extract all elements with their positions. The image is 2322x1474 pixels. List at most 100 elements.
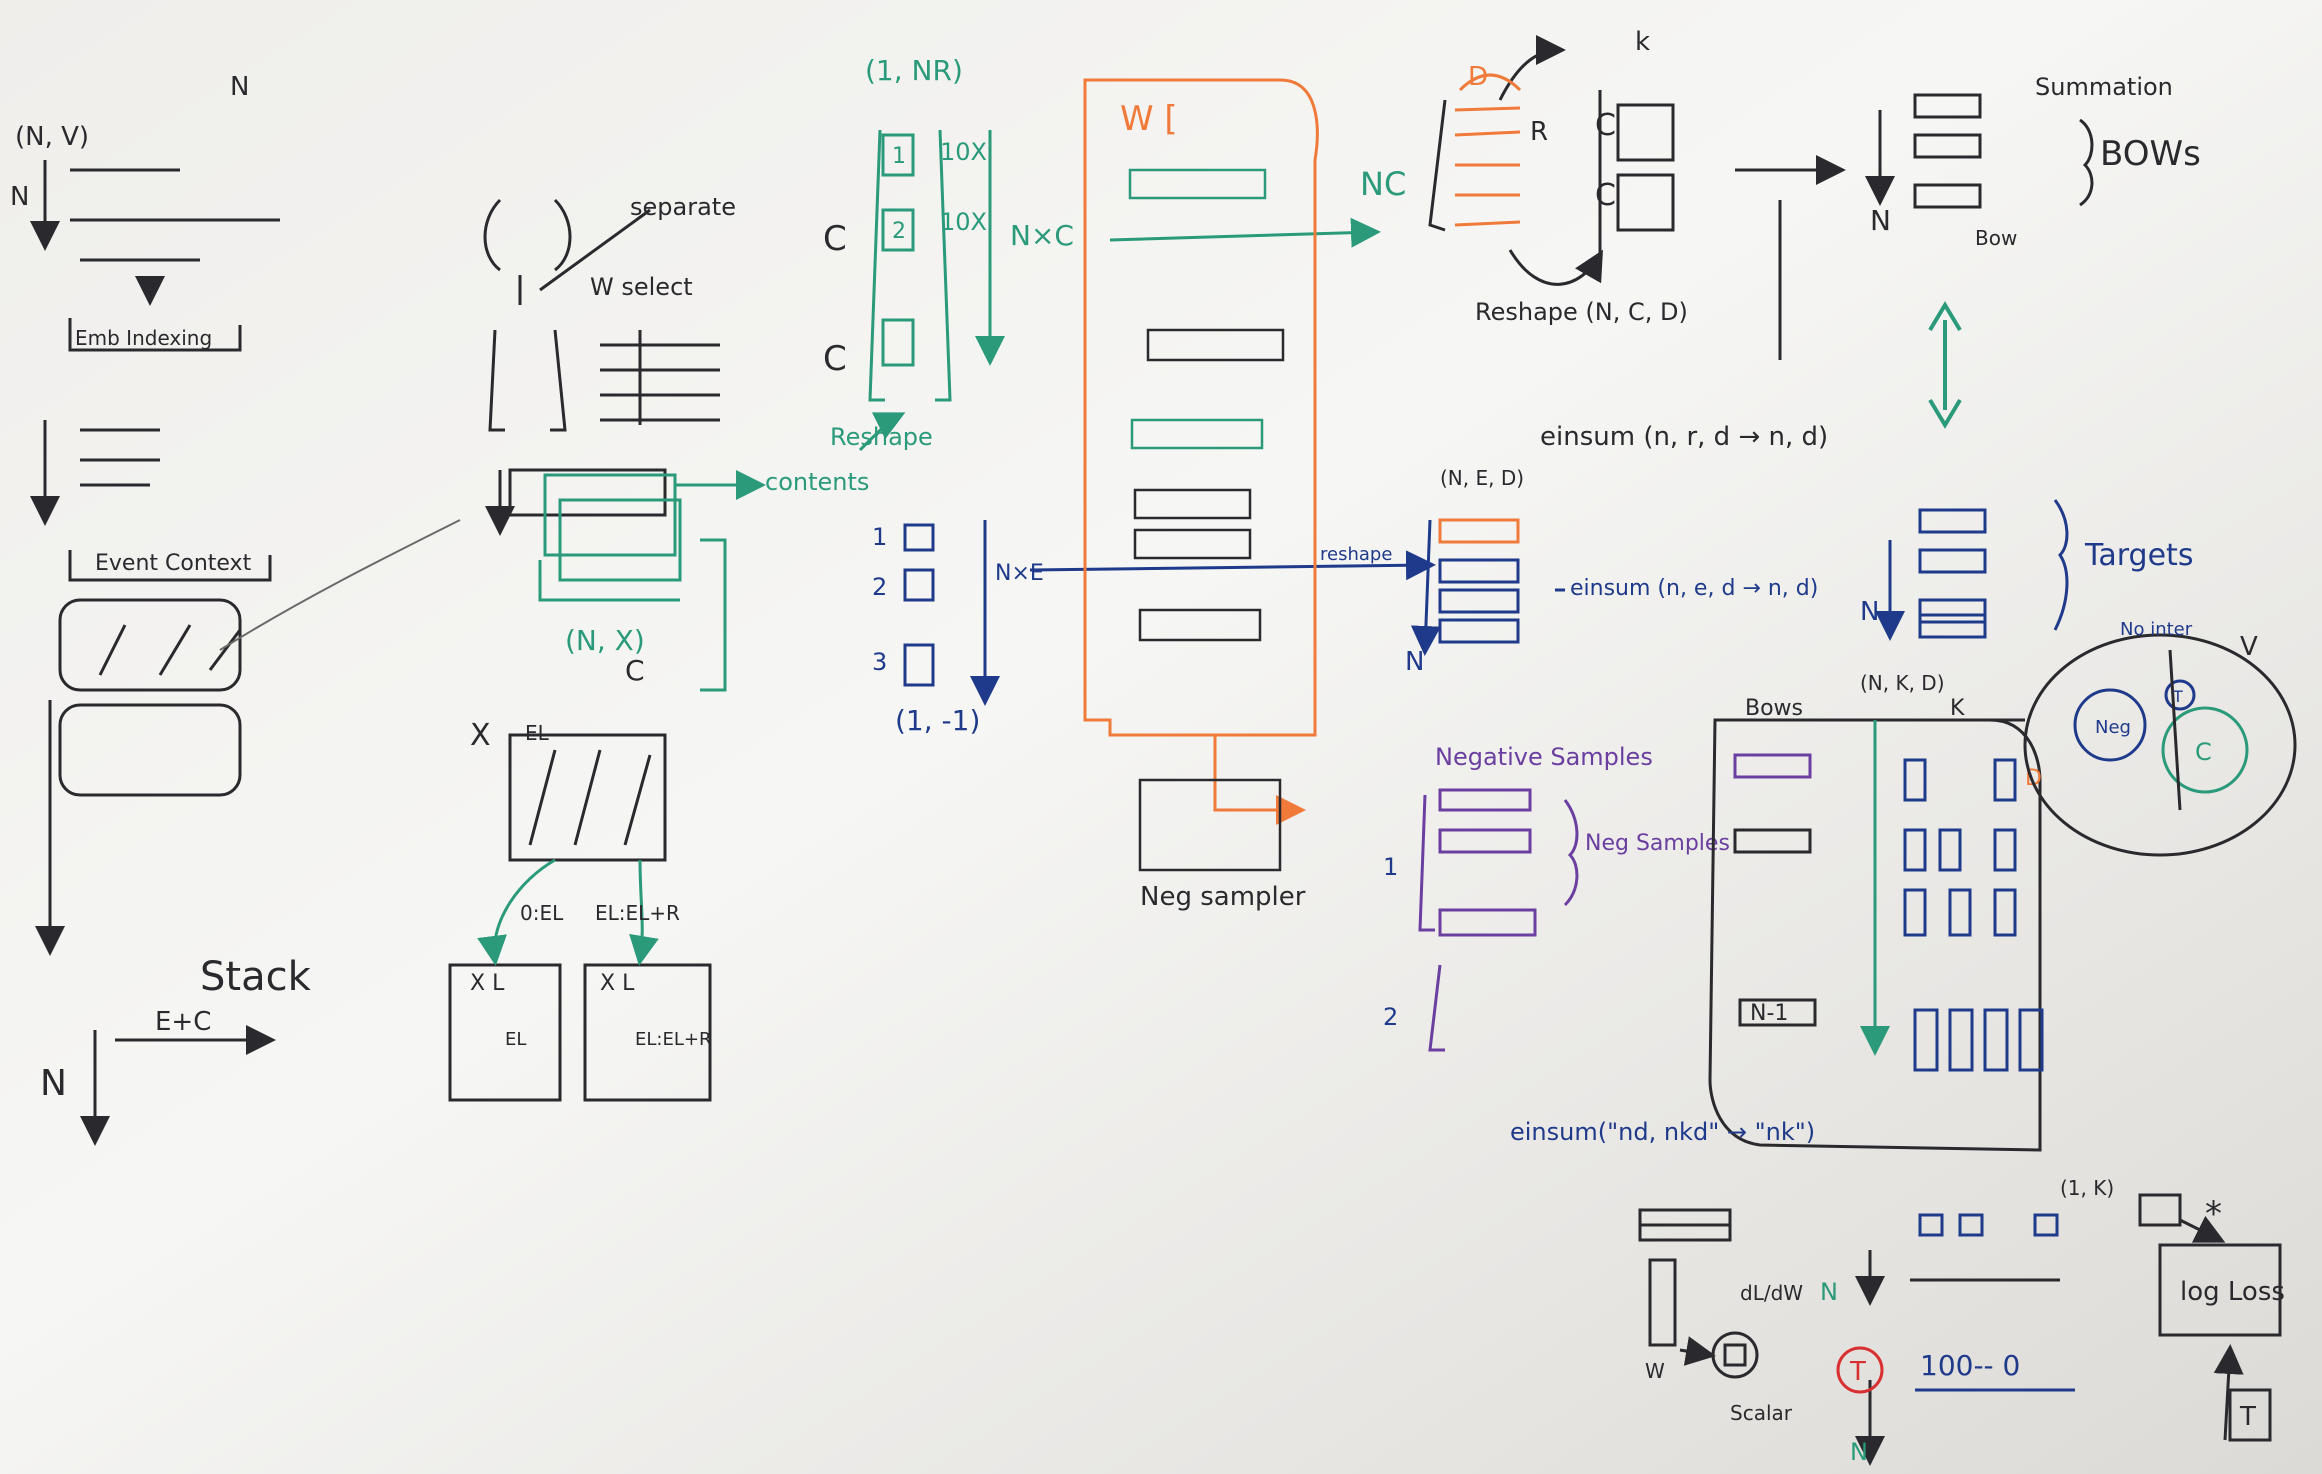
double-arrow-head-up bbox=[1928, 301, 1962, 332]
nxc-label: N×C bbox=[1010, 219, 1074, 252]
nkd-diagram bbox=[1708, 718, 2042, 1152]
one-k-vec-1 bbox=[1918, 1213, 1944, 1237]
left-nv-label: (N, V) bbox=[15, 122, 89, 152]
loss-diagram bbox=[1638, 1193, 2282, 1466]
w-row-5 bbox=[1133, 528, 1252, 560]
targets-label: Targets bbox=[2084, 538, 2193, 573]
green-overlay-box-2 bbox=[558, 498, 682, 582]
c-b-label: C bbox=[823, 339, 847, 379]
cell-r3-3 bbox=[1993, 888, 2017, 937]
selected-rows-box bbox=[508, 468, 667, 517]
star-label: * bbox=[2205, 1194, 2222, 1234]
bow-label: Bow bbox=[1975, 226, 2017, 250]
blue-three-label: 3 bbox=[872, 648, 887, 676]
w-matrix bbox=[1083, 78, 1319, 825]
t-small-label: T bbox=[2172, 687, 2183, 706]
top-right-diagram bbox=[1428, 35, 2094, 360]
w-to-scalar bbox=[1679, 1336, 1716, 1366]
w-matrix-rows bbox=[1128, 168, 1285, 872]
ned-row-3 bbox=[1438, 588, 1520, 614]
d-top-label: D bbox=[1468, 62, 1488, 92]
w-to-neg-sampler bbox=[1213, 735, 1306, 825]
scalar-label: Scalar bbox=[1730, 1401, 1793, 1425]
r-top-label: R bbox=[1530, 117, 1548, 147]
left-n-axis-label: N bbox=[10, 182, 29, 212]
venn-c-circle bbox=[2161, 706, 2249, 794]
venn-neg-circle bbox=[2073, 688, 2147, 762]
reshape-mid-label: reshape bbox=[1320, 544, 1392, 565]
w-title-label: W [ bbox=[1120, 99, 1178, 139]
bows-row-1 bbox=[1733, 753, 1812, 779]
bows-row-3 bbox=[1738, 998, 1817, 1027]
d-el-label: 0:EL bbox=[520, 901, 564, 925]
x-l-box-slash-3 bbox=[623, 754, 652, 846]
nr-bracket-right bbox=[935, 129, 952, 402]
neg-row-1 bbox=[1438, 788, 1532, 812]
cell-r1-1 bbox=[1903, 758, 1927, 802]
ned-row-1 bbox=[1438, 518, 1520, 544]
neg-row-3 bbox=[1438, 908, 1537, 937]
n-emb-label: N bbox=[1405, 647, 1424, 677]
logloss-label: log Loss bbox=[2180, 1277, 2285, 1307]
left-box-2 bbox=[58, 703, 242, 797]
ned-row-4 bbox=[1438, 618, 1520, 644]
cell-r2-1 bbox=[1903, 828, 1927, 872]
neg-samples-label: Negative Samples bbox=[1435, 743, 1653, 771]
bow-row-3 bbox=[1913, 183, 1982, 209]
green-side-bracket bbox=[700, 538, 727, 692]
reshape-ncd-label: Reshape (N, C, D) bbox=[1475, 298, 1688, 326]
cell-r4-3 bbox=[1983, 1008, 2009, 1072]
ten-x-a-label: 10X bbox=[940, 138, 987, 166]
one-k-label: (1, K) bbox=[2060, 1176, 2114, 1200]
one-nr-label: (1, NR) bbox=[865, 54, 963, 87]
t-red-circle bbox=[1836, 1346, 1884, 1394]
cell-r4-2 bbox=[1948, 1008, 1974, 1072]
neg-samples-labels: Negative Samples Neg Samples 1 2 bbox=[1383, 743, 1730, 1031]
t-bracket bbox=[483, 198, 572, 272]
loss-blue bbox=[1915, 1213, 2075, 1392]
cell-r2-3 bbox=[1993, 828, 2017, 872]
orange-row-5 bbox=[1454, 220, 1521, 227]
stack-label: Stack bbox=[200, 954, 312, 1000]
left-box-1-slash-1 bbox=[98, 624, 127, 676]
targets-brace bbox=[2053, 499, 2069, 631]
ned-label: (N, E, D) bbox=[1440, 466, 1524, 490]
t-box-label: T bbox=[2239, 1402, 2256, 1432]
bows-row-2 bbox=[1733, 828, 1812, 854]
left-column-labels: N (N, V) N Emb Indexing Event Context St… bbox=[10, 72, 312, 1104]
one-k-vec-2 bbox=[1958, 1213, 1984, 1237]
targets-labels: einsum (n, r, d → n, d) (N, E, D) reshap… bbox=[1320, 422, 2193, 677]
one-circled-label: 1 bbox=[1383, 853, 1398, 881]
minus-one-label: (1, -1) bbox=[895, 704, 980, 737]
reshape-curve bbox=[858, 412, 906, 452]
double-arrow-head-down bbox=[1928, 398, 1962, 429]
orange-d-arc bbox=[1458, 73, 1522, 92]
cell-r3-1 bbox=[1903, 888, 1927, 937]
bow-row-2 bbox=[1913, 133, 1982, 159]
nx-label: (N, X) bbox=[565, 624, 645, 657]
neg-row-2 bbox=[1438, 828, 1532, 854]
neg-sampler-label: Neg sampler bbox=[1140, 882, 1306, 912]
target-row-3 bbox=[1918, 598, 1987, 624]
x-l-box-slash-1 bbox=[528, 749, 557, 846]
green-bottom-curve-right bbox=[629, 859, 659, 966]
ned-row-2 bbox=[1438, 558, 1520, 584]
n-targets-label: N bbox=[1860, 597, 1879, 627]
c-top2-label: C bbox=[1595, 178, 1616, 213]
cell-r4-4 bbox=[2018, 1008, 2044, 1072]
top-right-orange bbox=[1454, 73, 1522, 227]
w-matrix-outline bbox=[1083, 78, 1319, 737]
reshape-curve-top bbox=[1508, 249, 1603, 286]
neg-bracket-2 bbox=[1428, 964, 1445, 1052]
w-row-2 bbox=[1146, 328, 1285, 362]
w-row-1 bbox=[1128, 168, 1267, 200]
w-row-4 bbox=[1133, 488, 1252, 520]
c-a-label: C bbox=[823, 219, 847, 259]
one-k-vec-3 bbox=[2033, 1213, 2059, 1237]
dl-dw-label: dL/dW bbox=[1740, 1281, 1803, 1305]
w-matrix-labels: W [ Neg sampler bbox=[1120, 99, 1306, 912]
middle-green-diagram bbox=[858, 129, 1381, 452]
target-row-4 bbox=[1918, 613, 1987, 639]
orange-row-1 bbox=[1454, 106, 1521, 112]
